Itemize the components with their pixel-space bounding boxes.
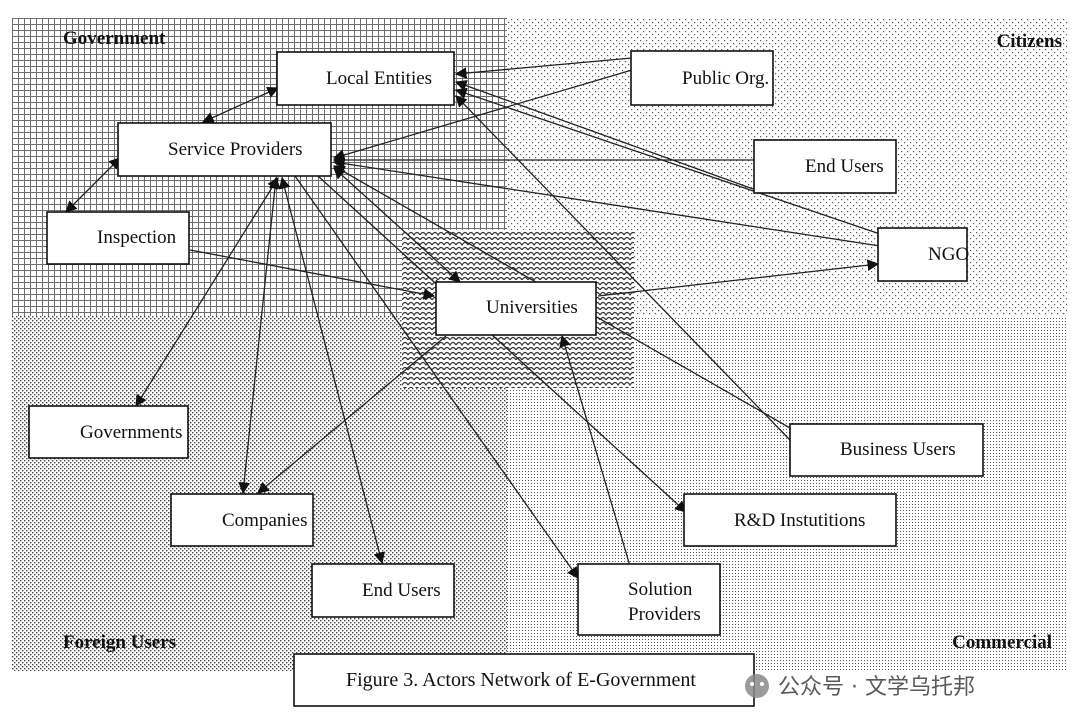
node-inspection: Inspection [46,211,190,265]
node-label-service-providers: Service Providers [168,139,303,160]
node-local-entities: Local Entities [276,51,455,106]
node-label-ngo: NGO [928,244,969,265]
node-label-local-entities: Local Entities [326,68,432,89]
link-service-inspection [65,157,121,213]
watermark: 公众号 · 文学乌托邦 [745,674,975,700]
link-public-service [332,69,633,161]
node-label-inspection: Inspection [97,227,177,248]
node-solution-providers: Solution Providers [577,563,721,636]
region-label-citizens: Citizens [997,31,1062,52]
node-label-rd-institutions: R&D Instutitions [734,510,865,531]
node-public-org: Public Org. [630,50,774,106]
watermark-text: 公众号 · 文学乌托邦 [778,675,975,700]
node-label-end-users-citizens: End Users [805,156,884,177]
link-service-endusers-foreign [278,176,386,565]
node-universities: Universities [435,281,597,336]
node-label-public-org: Public Org. [682,68,769,89]
figure-caption: Figure 3. Actors Network of E-Government [293,653,755,707]
region-label-foreign-users: Foreign Users [63,632,176,653]
link-ngo-local [454,87,881,235]
region-label-commercial: Commercial [952,632,1052,653]
node-label-business-users: Business Users [840,439,956,460]
link-public-local [454,57,633,79]
figure-caption-text: Figure 3. Actors Network of E-Government [346,669,696,691]
links [65,57,881,579]
node-label-solution-providers-line1: Solution [628,579,693,600]
link-service-solution [294,175,579,579]
link-solution-universities [559,334,631,567]
link-service-rd [317,175,687,513]
node-business-users: Business Users [789,423,984,477]
node-governments: Governments [28,405,189,459]
node-service-providers: Service Providers [117,122,332,177]
link-business-local [455,95,791,441]
node-companies: Companies [170,493,314,547]
node-rd-institutions: R&D Instutitions [683,493,897,547]
node-end-users-foreign: End Users [311,563,455,618]
region-label-government: Government [63,28,166,49]
node-label-governments: Governments [80,422,182,443]
link-service-companies [238,176,281,495]
link-endusers-local [454,80,757,191]
wechat-icon [745,674,769,698]
node-label-solution-providers-line2: Providers [628,604,701,625]
node-label-end-users-foreign: End Users [362,580,441,601]
node-label-companies: Companies [222,510,308,531]
node-ngo: NGO [877,227,969,282]
node-label-universities: Universities [486,297,578,318]
link-universities-companies [257,335,447,494]
link-service-local [201,87,280,123]
node-end-users-citizens: End Users [753,139,897,194]
